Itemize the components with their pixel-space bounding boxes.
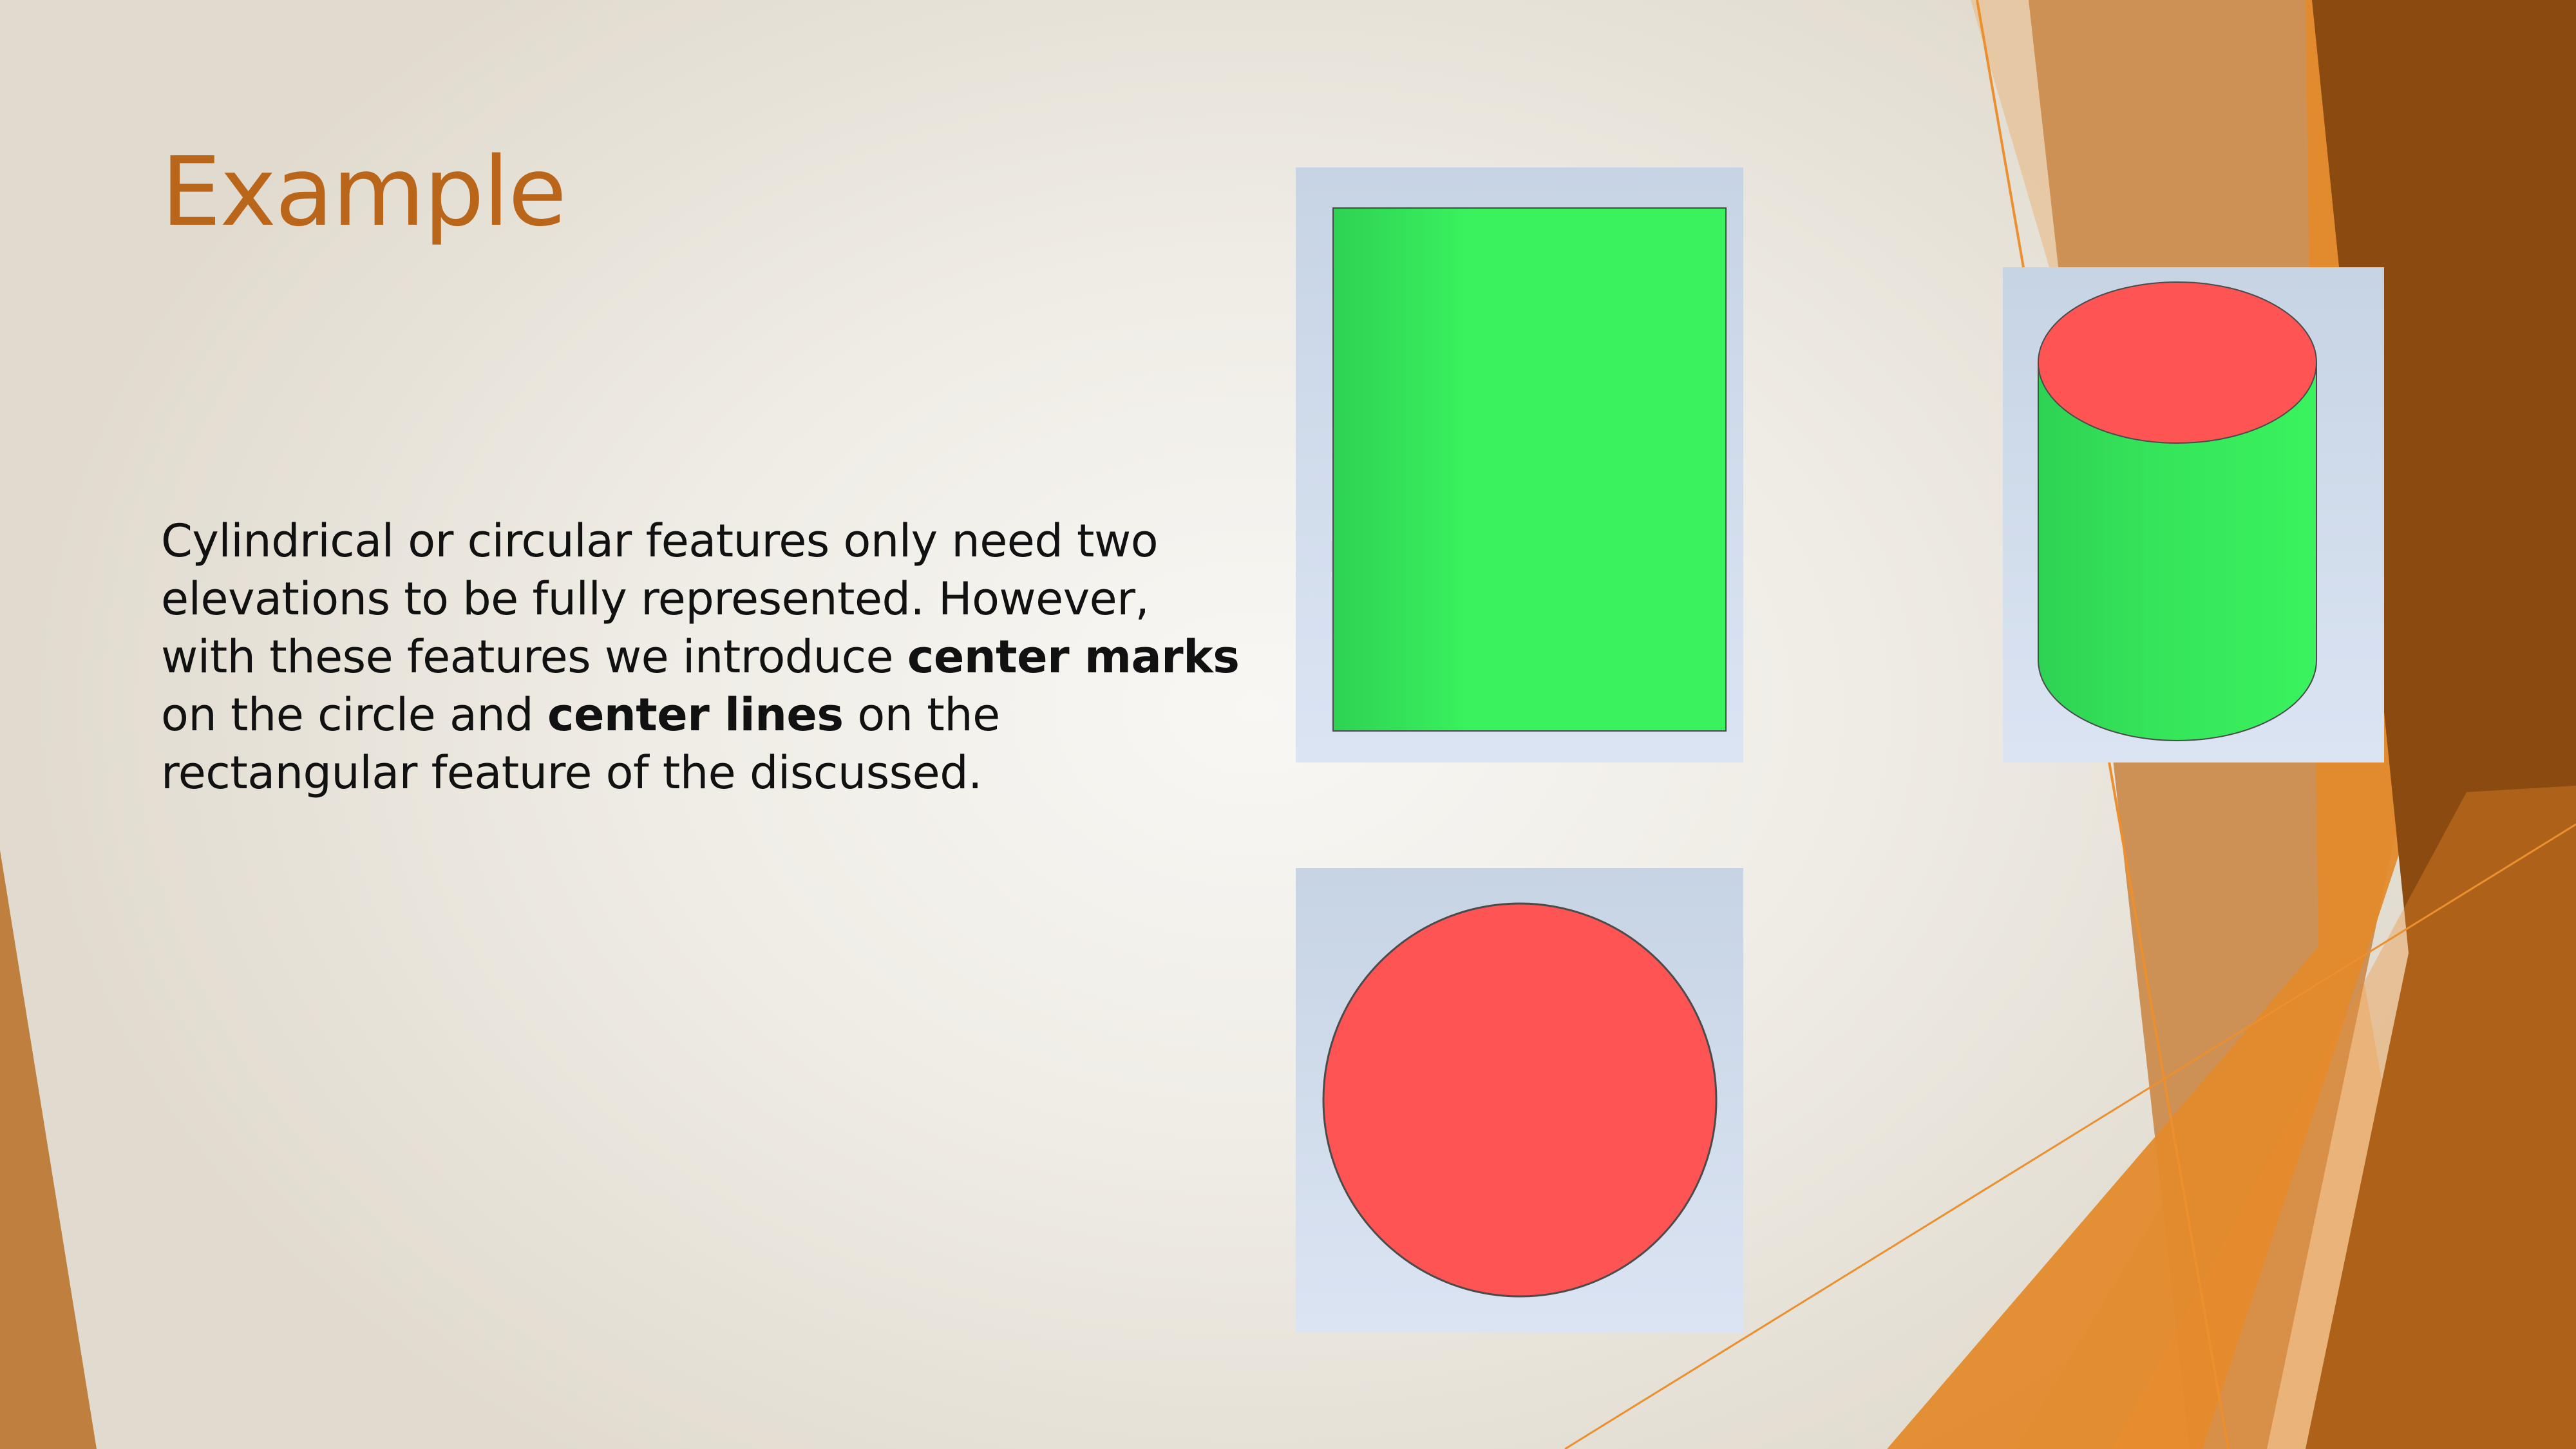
cylinder-top-ellipse: [2038, 281, 2317, 444]
cylinder-side-rectangle: [1332, 207, 1727, 732]
body-line-4-end: on the: [843, 688, 1000, 741]
cylinder-top-circle: [1322, 902, 1718, 1298]
slide-title: Example: [161, 137, 567, 247]
body-line-1: Cylindrical or circular features only ne…: [161, 515, 1159, 567]
isometric-cylinder-image: [2003, 267, 2384, 762]
cylinder-body: [2038, 362, 2317, 741]
body-line-3: with these features we introduce: [161, 630, 907, 683]
body-paragraph: Cylindrical or circular features only ne…: [161, 512, 1269, 802]
accent-line-2: [1564, 823, 2576, 1449]
center-marks-term: center marks: [907, 630, 1240, 683]
body-line-2: elevations to be fully represented. Howe…: [161, 573, 1150, 625]
top-view-image: [1296, 868, 1743, 1333]
center-lines-term: center lines: [547, 688, 844, 741]
lower-orange-wedge: [2112, 786, 2576, 1449]
left-accent-wedge: [0, 850, 97, 1449]
body-line-5: rectangular feature of the discussed.: [161, 746, 982, 799]
front-elevation-image: [1296, 167, 1743, 762]
body-line-4: on the circle and: [161, 688, 547, 741]
right-accent-orange-wedge: [1887, 0, 2447, 1449]
